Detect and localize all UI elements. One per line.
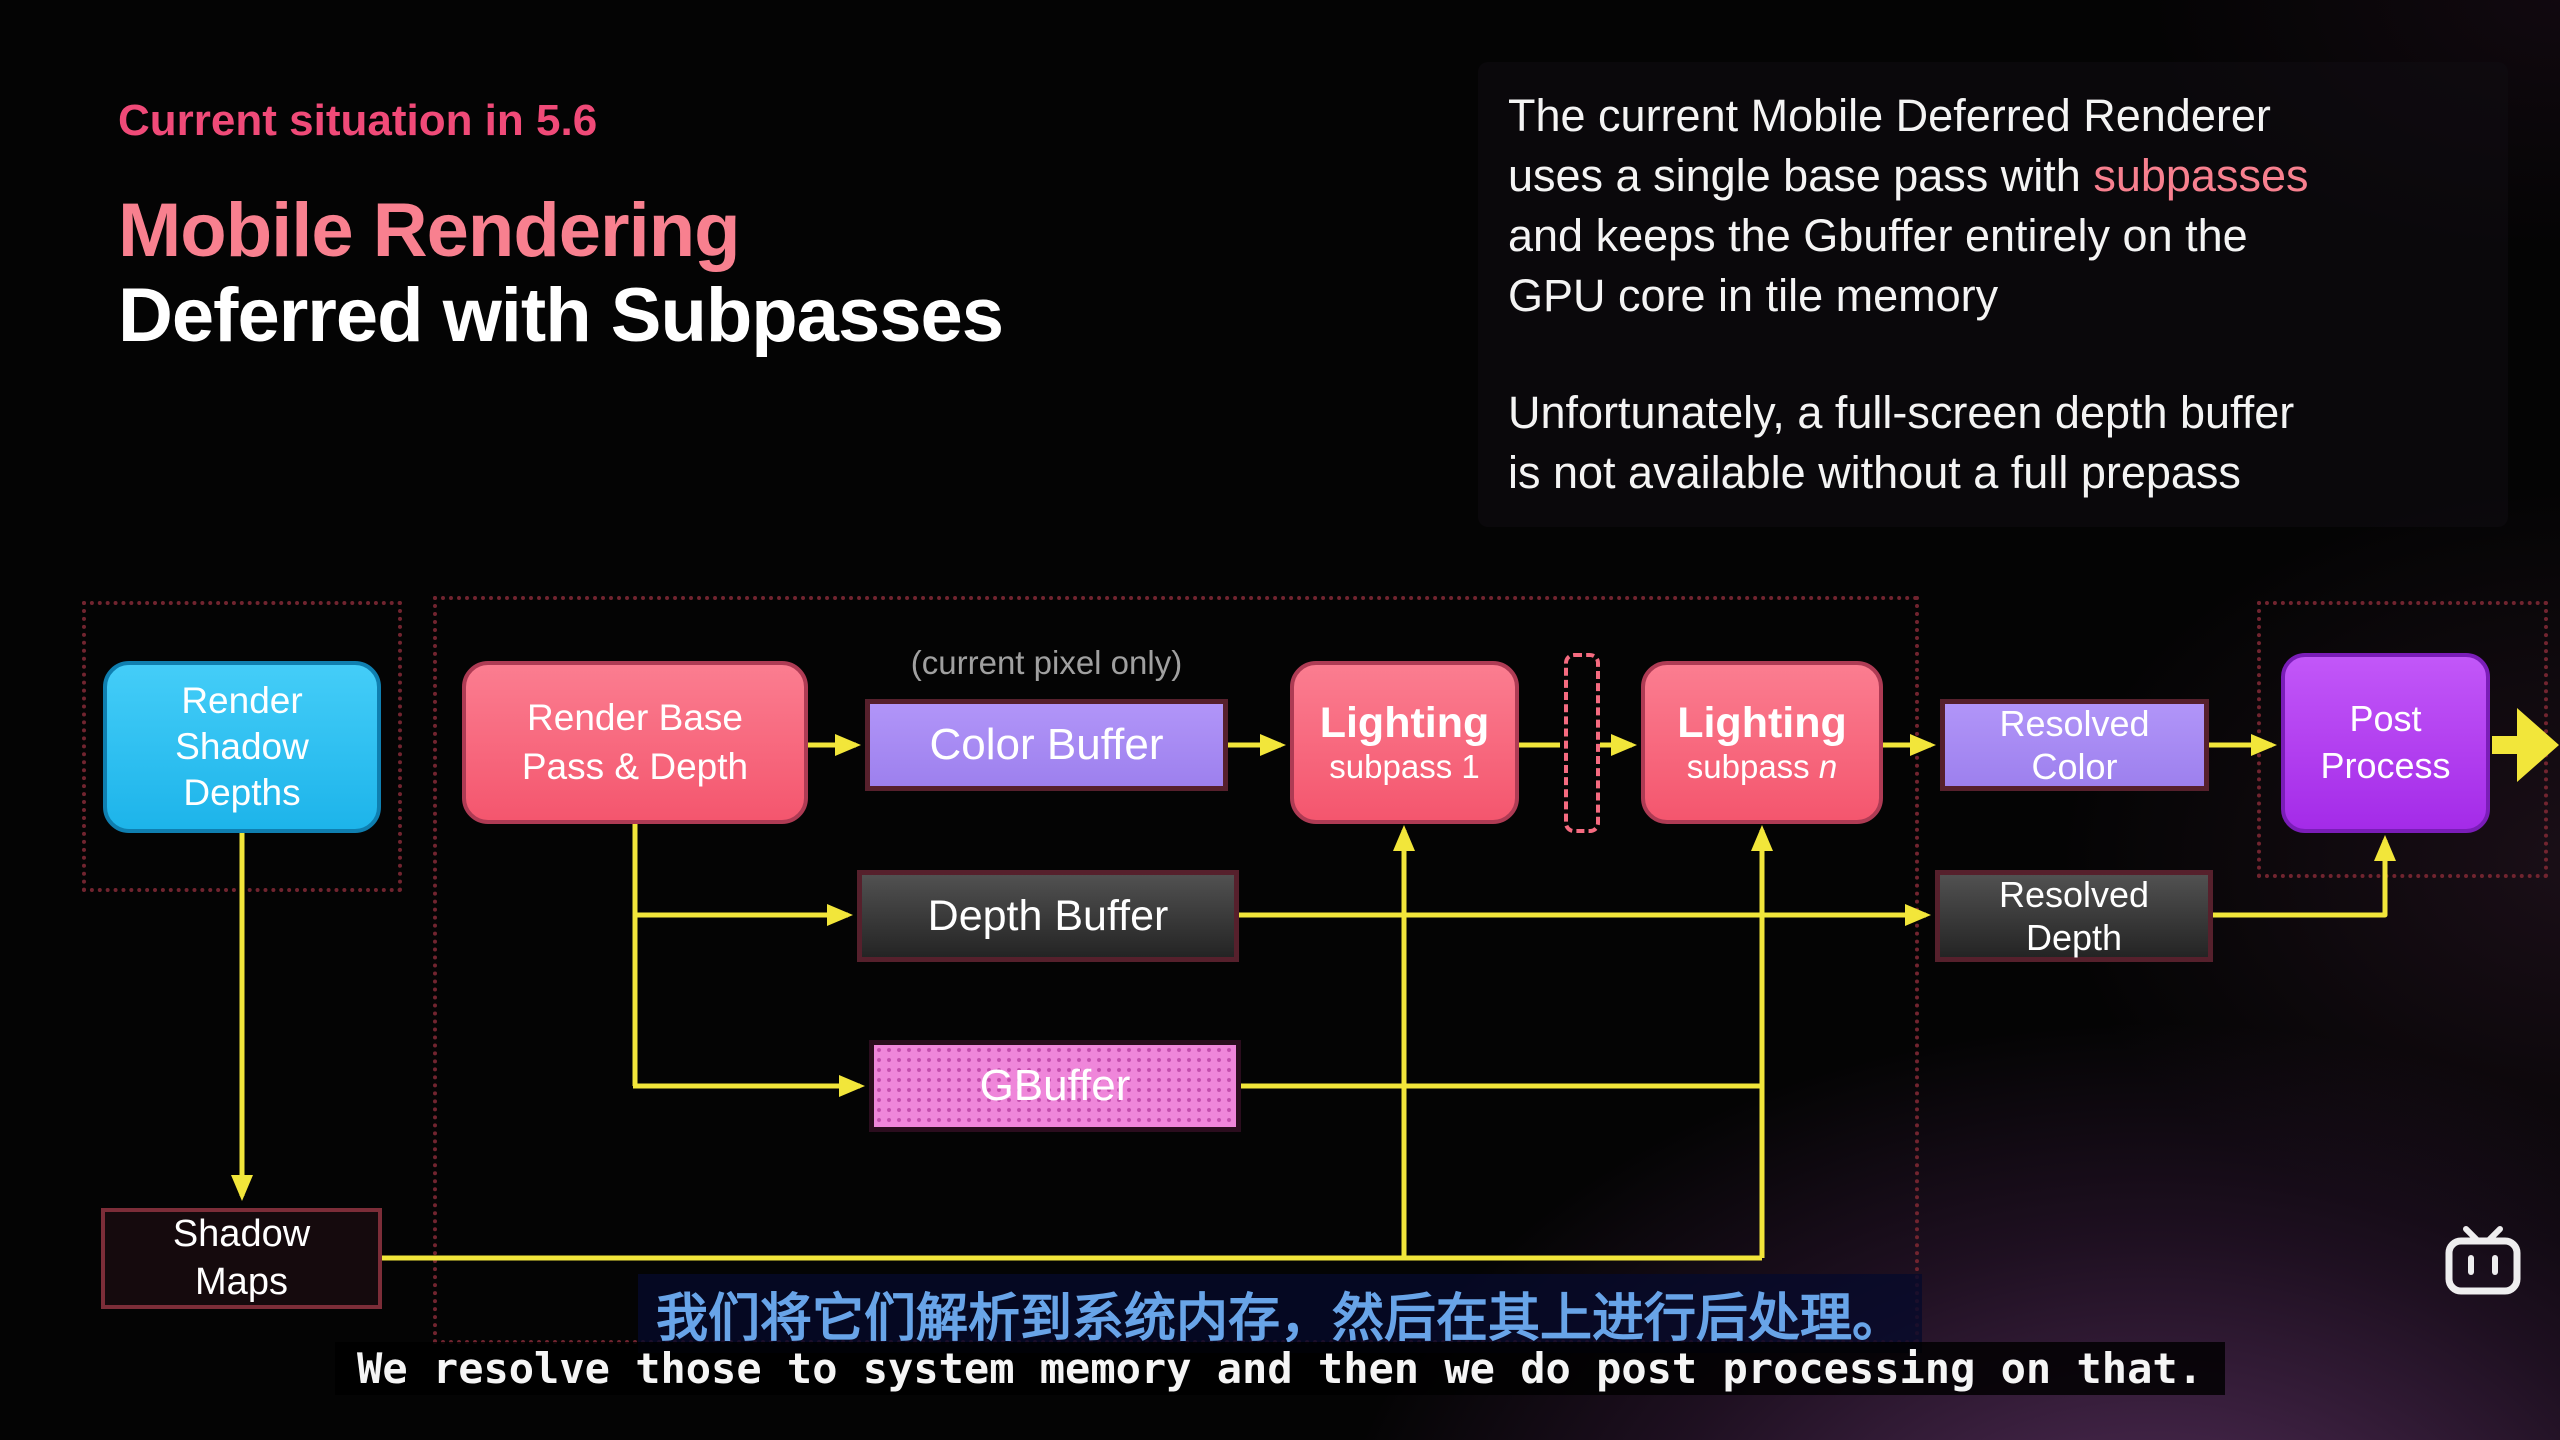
subpass-ellipsis-box	[1564, 653, 1600, 833]
node-color-buffer: Color Buffer	[865, 699, 1228, 791]
intro-line: GPU core in tile memory	[1508, 269, 1999, 321]
node-label-line: Color	[2031, 746, 2118, 787]
node-label-line: Maps	[195, 1260, 288, 1303]
subtitle-english-text: We resolve those to system memory and th…	[335, 1342, 2225, 1395]
subtitle-chinese-text: 我们将它们解析到系统内存，然后在其上进行后处理。	[637, 1274, 1922, 1353]
current-pixel-only-label: (current pixel only)	[910, 644, 1183, 681]
node-post-process: Post Process	[2281, 653, 2490, 833]
node-label-line: Shadow	[172, 1213, 311, 1255]
intro-line: Unfortunately, a full-screen depth buffe…	[1508, 387, 2295, 439]
node-label-line: Post	[2349, 698, 2422, 740]
node-label-line: Render Base	[527, 697, 743, 739]
node-render-shadow-depths: Render Shadow Depths	[103, 661, 381, 833]
intro-line: uses a single base pass with subpasses	[1508, 146, 2478, 206]
intro-line: and keeps the Gbuffer entirely on the	[1508, 209, 2248, 261]
node-title: Lighting	[1677, 698, 1847, 747]
subtitle-english: We resolve those to system memory and th…	[0, 1342, 2560, 1395]
node-label: Depth Buffer	[927, 891, 1169, 940]
node-lighting-subpass-n: Lighting subpass n	[1641, 661, 1883, 824]
intro-line: is not available without a full prepass	[1508, 447, 2241, 499]
node-subtitle-n: n	[1818, 748, 1838, 786]
kicker-text: Current situation in 5.6	[118, 96, 598, 145]
title-line-1: Mobile Rendering	[118, 188, 741, 273]
node-depth-buffer: Depth Buffer	[857, 870, 1239, 962]
node-shadow-maps: Shadow Maps	[101, 1208, 382, 1309]
header: Current situation in 5.6 Mobile Renderin…	[118, 96, 1004, 359]
node-resolved-depth: Resolved Depth	[1935, 870, 2213, 962]
node-gbuffer: GBuffer	[869, 1040, 1241, 1132]
node-label-line: Resolved	[1999, 702, 2150, 744]
node-label: Color Buffer	[929, 720, 1164, 769]
intro-line-part: uses a single base pass with	[1508, 149, 2094, 201]
node-label-line: Depth	[2025, 917, 2123, 958]
subtitle-chinese: 我们将它们解析到系统内存，然后在其上进行后处理。	[0, 1274, 2560, 1353]
intro-highlight: subpasses	[2093, 149, 2309, 201]
node-label-line: Resolved	[1998, 873, 2150, 915]
node-label-line: Depths	[183, 772, 301, 814]
node-label-line: Shadow	[175, 725, 309, 767]
node-label-line: Render	[181, 679, 303, 721]
node-label-line: Process	[2320, 745, 2451, 786]
node-label: GBuffer	[979, 1061, 1131, 1110]
node-subtitle: subpass 1	[1329, 748, 1480, 786]
node-subtitle: subpass n	[1687, 748, 1837, 786]
intro-paragraph: The current Mobile Deferred Renderer use…	[1478, 62, 2508, 528]
tv-icon	[2445, 1226, 2521, 1295]
node-lighting-subpass-1: Lighting subpass 1	[1290, 661, 1519, 824]
intro-line: The current Mobile Deferred Renderer	[1508, 90, 2271, 141]
title-line-2: Deferred with Subpasses	[118, 273, 1004, 359]
node-render-base-pass: Render Base Pass & Depth	[462, 661, 808, 824]
node-label-line: Pass & Depth	[521, 745, 749, 787]
node-subtitle-prefix: subpass	[1686, 748, 1819, 786]
node-title: Lighting	[1319, 698, 1490, 747]
paragraph-gap	[1508, 325, 2478, 383]
node-resolved-color: Resolved Color	[1940, 699, 2209, 791]
